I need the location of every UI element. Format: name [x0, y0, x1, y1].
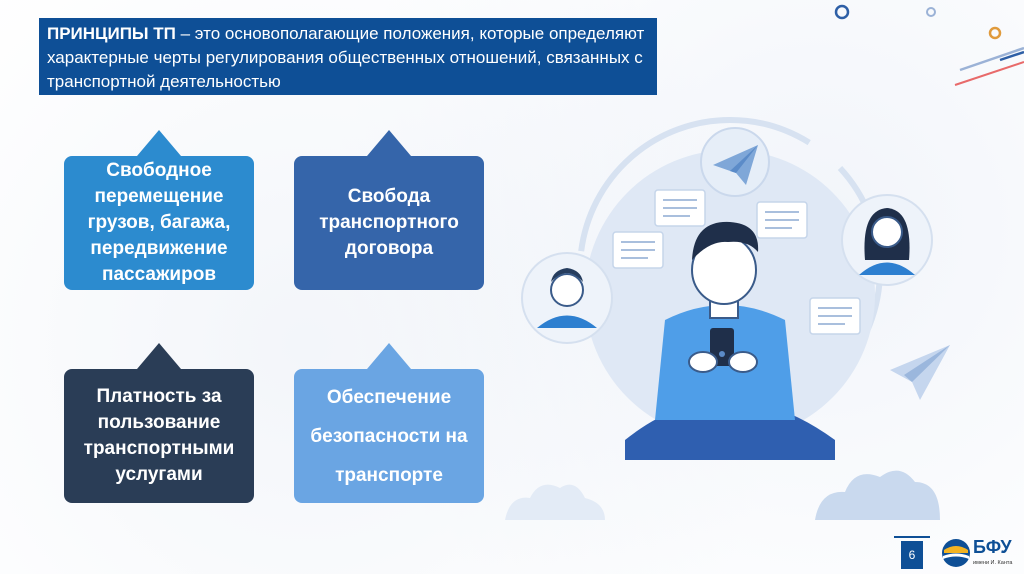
- logo-name: БФУ: [973, 537, 1012, 557]
- corner-decoration: [834, 4, 1024, 86]
- card-label: Свободное перемещение грузов, багажа, пе…: [87, 160, 231, 285]
- header-banner: ПРИНЦИПЫ ТП – это основополагающие полож…: [39, 18, 657, 93]
- logo-subtitle: имени И. Канта: [973, 560, 1013, 566]
- card-label: Свобода транспортного договора: [319, 186, 459, 259]
- principle-card-free-movement: Свободное перемещение грузов, багажа, пе…: [64, 130, 254, 290]
- header-text: – это основополагающие положения, которы…: [47, 24, 645, 91]
- card-label: Обеспечение безопасности на транспорте: [310, 386, 468, 486]
- card-label: Платность за пользование транспортными у…: [83, 386, 235, 485]
- footer-line: [894, 536, 930, 538]
- header-lead: ПРИНЦИПЫ ТП: [47, 24, 176, 43]
- people-messaging-illustration: [505, 117, 950, 520]
- header-underline: [39, 93, 657, 95]
- bfu-logo-icon: [942, 539, 970, 567]
- principle-card-contract-freedom: Свобода транспортного договора: [294, 130, 484, 290]
- principle-card-paid-services: Платность за пользование транспортными у…: [64, 343, 254, 503]
- page-number: 6: [901, 541, 923, 569]
- bfu-logo: БФУ имени И. Канта: [941, 536, 1021, 572]
- principle-card-safety: Обеспечение безопасности на транспорте: [294, 343, 484, 503]
